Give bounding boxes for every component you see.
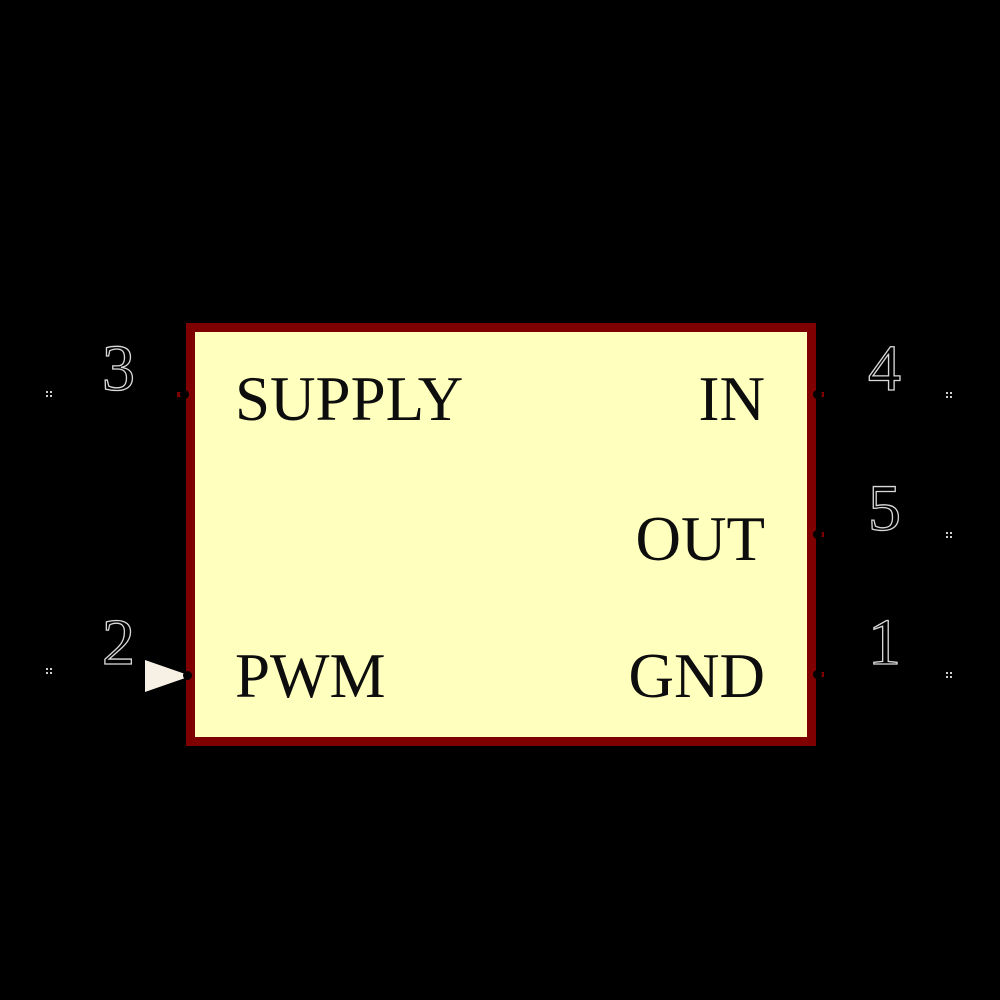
pin-dot-supply[interactable]: [180, 390, 189, 399]
connection-mark-pin1: [946, 672, 948, 674]
pin-dot-pwm[interactable]: [183, 671, 192, 680]
pin-number-1: 1: [867, 606, 901, 679]
component-body[interactable]: [186, 323, 816, 746]
pin-number-3: 3: [101, 332, 135, 405]
connection-mark-pin4: [946, 392, 948, 394]
pin-label-supply: SUPPLY: [235, 364, 464, 434]
pin-label-pwm: PWM: [235, 641, 386, 711]
pin-dot-out[interactable]: [813, 530, 822, 539]
connection-mark-pin2: [46, 668, 48, 670]
pin-dot-in[interactable]: [813, 390, 822, 399]
pin-label-out: OUT: [635, 504, 765, 574]
pin-number-5: 5: [867, 472, 901, 545]
pin-dot-gnd[interactable]: [813, 670, 822, 679]
connection-mark-pin3: [46, 391, 48, 393]
pin-label-in: IN: [698, 364, 765, 434]
pin-number-2: 2: [101, 606, 135, 679]
pin-label-gnd: GND: [628, 641, 766, 711]
pin-number-4: 4: [867, 332, 901, 405]
connection-mark-pin5: [946, 532, 948, 534]
